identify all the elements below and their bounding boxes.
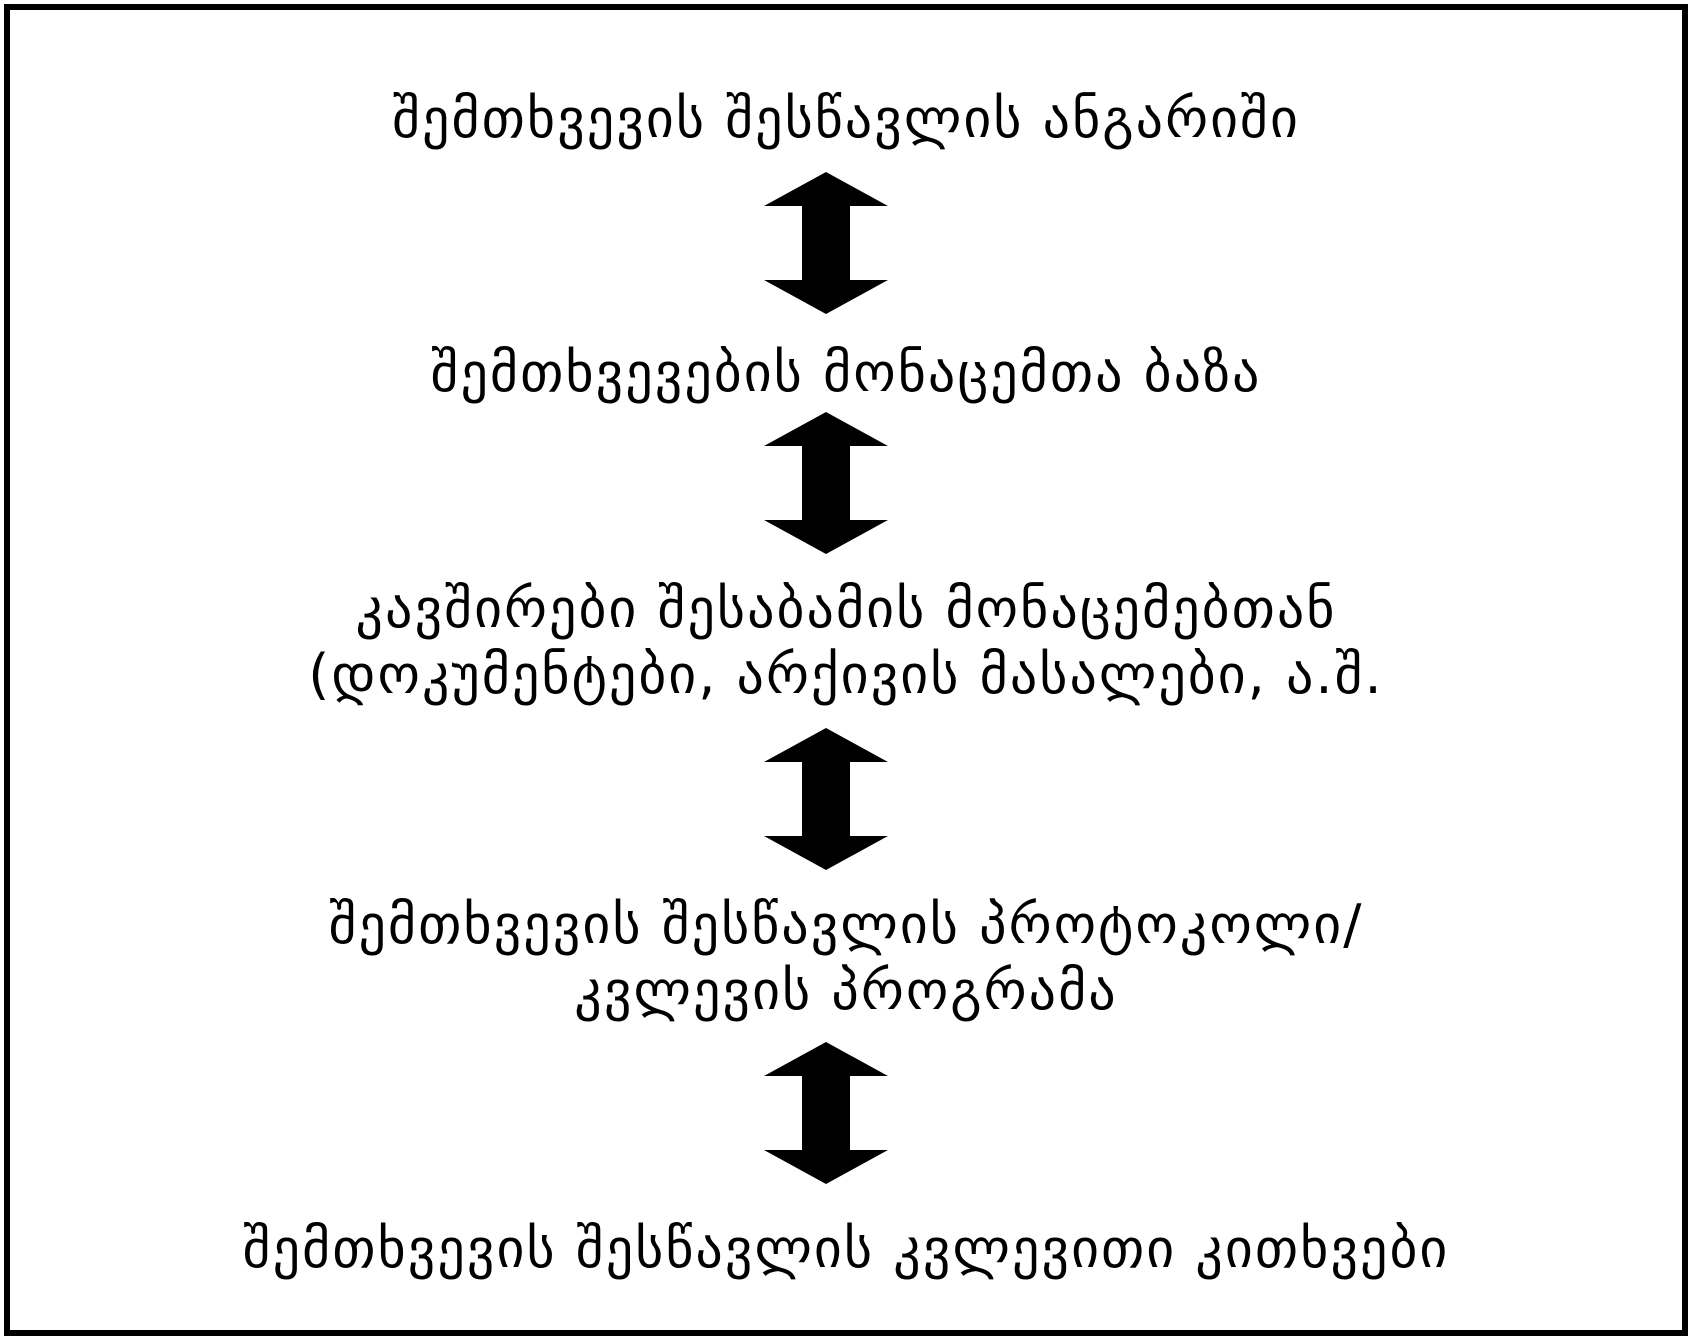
double-arrow-vertical-icon	[764, 412, 888, 554]
step-text-line: შემთხვევის შესწავლის კვლევითი კითხვები	[242, 1217, 1450, 1280]
step-text-line: შემთხვევების მონაცემთა ბაზა	[430, 341, 1262, 404]
step-text-line: შემთხვევის შესწავლის პროტოკოლი/	[328, 893, 1364, 956]
step-text-line: შემთხვევის შესწავლის ანგარიში	[392, 87, 1300, 150]
step-protocol: შემთხვევის შესწავლის პროტოკოლი/ კვლევის …	[10, 892, 1682, 1024]
step-links-to-data: კავშირები შესაბამის მონაცემებთან (დოკუმე…	[10, 576, 1682, 708]
step-case-study-report: შემთხვევის შესწავლის ანგარიში	[10, 86, 1682, 152]
double-arrow-vertical-icon-svg	[764, 412, 888, 554]
diagram-frame: შემთხვევის შესწავლის ანგარიში შემთხვევებ…	[4, 4, 1688, 1336]
double-arrow-vertical-icon-svg	[764, 1042, 888, 1184]
step-text-line: კავშირები შესაბამის მონაცემებთან	[355, 577, 1337, 640]
step-text-line: კვლევის პროგრამა	[574, 959, 1118, 1022]
double-arrow-vertical-icon-svg	[764, 172, 888, 314]
double-arrow-vertical-icon	[764, 172, 888, 314]
double-arrow-vertical-icon	[764, 1042, 888, 1184]
double-arrow-vertical-icon	[764, 728, 888, 870]
step-text-line: (დოკუმენტები, არქივის მასალები, ა.შ.	[308, 643, 1384, 706]
step-research-questions: შემთხვევის შესწავლის კვლევითი კითხვები	[10, 1216, 1682, 1282]
double-arrow-vertical-icon-svg	[764, 728, 888, 870]
step-case-database: შემთხვევების მონაცემთა ბაზა	[10, 340, 1682, 406]
